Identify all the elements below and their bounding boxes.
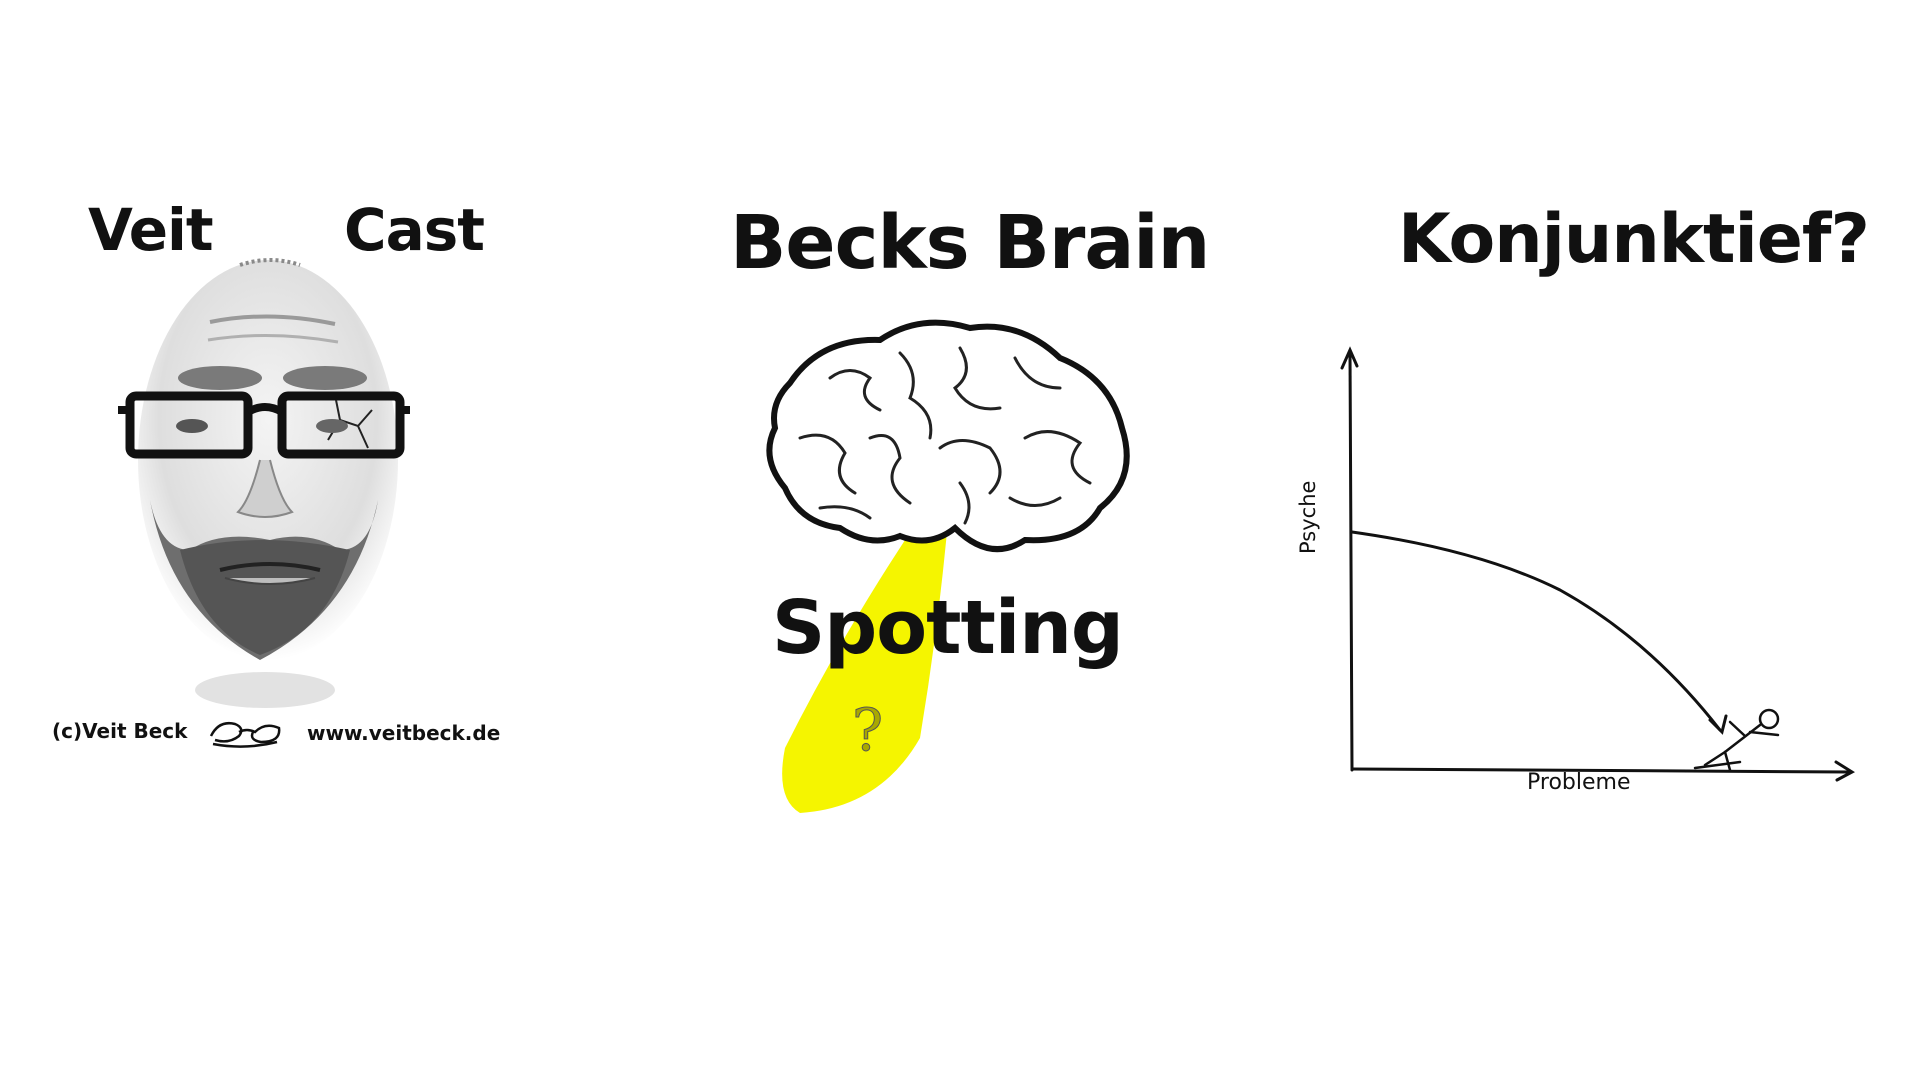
y-axis-label: Psyche [1296,480,1320,554]
glasses-signature-icon [209,722,281,748]
becks-brain-title: Becks Brain [730,200,1210,286]
question-mark: ? [852,696,883,764]
x-axis-arrowhead [1834,760,1855,782]
copyright-text: (c)Veit Beck [52,719,188,743]
website-text: www.veitbeck.de [307,721,501,745]
sketch-graph [1340,346,1855,782]
konjunktief-title: Konjunktief? [1398,200,1870,279]
veit-title: Veit [88,196,214,264]
spotting-label: Spotting [772,585,1124,671]
portrait-illustration [118,258,410,708]
y-axis-arrowhead [1340,346,1359,370]
cast-title: Cast [344,196,485,264]
x-axis-label: Probleme [1527,770,1631,795]
spotlight-beam [782,488,950,813]
fallen-stick-figure [1693,708,1780,772]
decline-curve [1350,530,1722,732]
y-axis [1348,350,1354,772]
brain-outline [766,319,1130,553]
x-axis [1350,767,1852,774]
brain-spotlight-illustration: ? [766,319,1130,813]
curve-arrowhead [1708,714,1728,735]
